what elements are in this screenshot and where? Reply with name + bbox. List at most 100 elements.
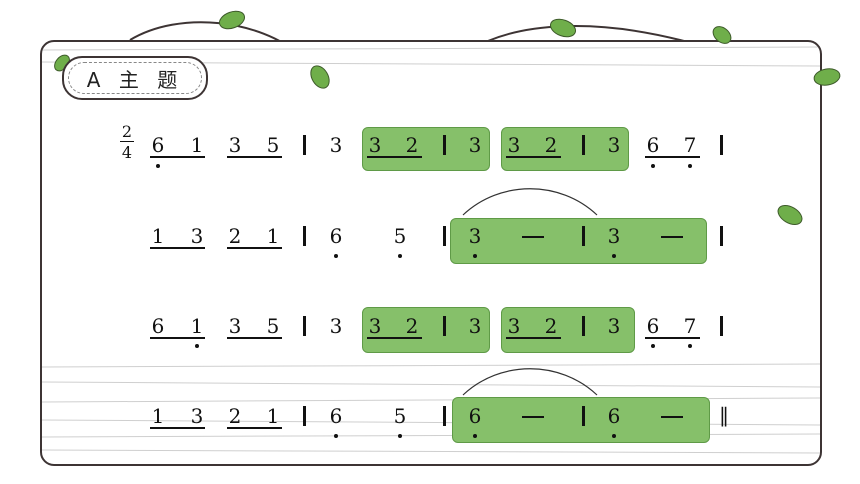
time-signature-top: 2 [121,122,133,141]
highlight-box [501,307,635,353]
low-octave-dot [195,344,199,348]
low-octave-dot [334,434,338,438]
note: 2 [228,224,242,248]
underline [150,337,205,339]
note: 2 [405,314,419,338]
low-octave-dot [398,254,402,258]
underline [150,247,205,249]
time-signature-line [120,141,134,142]
note: 3 [368,133,382,157]
bar-line [443,135,446,155]
section-title-badge: A 主 题 [62,56,208,100]
note: 1 [151,224,165,248]
note: 6 [151,133,165,157]
leaf-icon [712,26,732,44]
note: 6 [468,404,482,428]
note: 6 [607,404,621,428]
note: 3 [329,133,343,157]
note: 3 [468,224,482,248]
leaf-icon [218,10,246,30]
hold-dash: — [522,236,544,238]
low-octave-dot [651,344,655,348]
underline [150,427,205,429]
note: 3 [368,314,382,338]
note: 7 [683,133,697,157]
hold-dash: — [661,236,683,238]
note: 6 [151,314,165,338]
low-octave-dot [612,434,616,438]
note: 1 [266,224,280,248]
bar-line [443,406,446,426]
note: 5 [393,224,407,248]
note: 3 [468,314,482,338]
note: 6 [646,133,660,157]
underline [150,156,205,158]
bar-line [443,316,446,336]
highlight-box [362,307,490,353]
bar-line [720,226,723,246]
hold-dash: — [522,416,544,418]
highlight-box [362,127,490,171]
note: 2 [405,133,419,157]
underline [506,156,561,158]
highlight-box [450,218,707,264]
bar-line [720,135,723,155]
note: 5 [266,314,280,338]
low-octave-dot [473,254,477,258]
underline [367,156,422,158]
bar-line [582,135,585,155]
low-octave-dot [473,434,477,438]
note: 5 [266,133,280,157]
underline [367,337,422,339]
tie-arc [462,368,598,396]
note: 1 [266,404,280,428]
leaf-icon [310,65,330,89]
hold-dash: — [661,416,683,418]
note: 3 [607,224,621,248]
note: 6 [646,314,660,338]
underline [227,427,282,429]
note: 3 [190,224,204,248]
note: 3 [507,314,521,338]
note: 1 [151,404,165,428]
note: 2 [228,404,242,428]
note: 6 [329,404,343,428]
note: 5 [393,404,407,428]
low-octave-dot [612,254,616,258]
bar-line [303,406,306,426]
note: 2 [544,133,558,157]
time-signature-bottom: 4 [121,143,133,162]
leaf-icon [549,18,577,38]
note: 3 [228,133,242,157]
underline [227,247,282,249]
underline [645,337,700,339]
highlight-box [452,397,710,443]
note: 6 [329,224,343,248]
note: 3 [190,404,204,428]
leaf-icon [777,205,803,225]
note: 1 [190,314,204,338]
note: 3 [607,133,621,157]
low-octave-dot [398,434,402,438]
low-octave-dot [334,254,338,258]
note: 1 [190,133,204,157]
bar-line [303,226,306,246]
note: 3 [228,314,242,338]
low-octave-dot [651,164,655,168]
note: 3 [507,133,521,157]
final-barline: ‖ [719,403,729,427]
tie-arc [462,188,598,216]
bar-line [582,226,585,246]
note: 3 [607,314,621,338]
bar-line [582,316,585,336]
bar-line [303,316,306,336]
underline [645,156,700,158]
low-octave-dot [156,164,160,168]
low-octave-dot [688,164,692,168]
bar-line [303,135,306,155]
note: 7 [683,314,697,338]
underline [506,337,561,339]
